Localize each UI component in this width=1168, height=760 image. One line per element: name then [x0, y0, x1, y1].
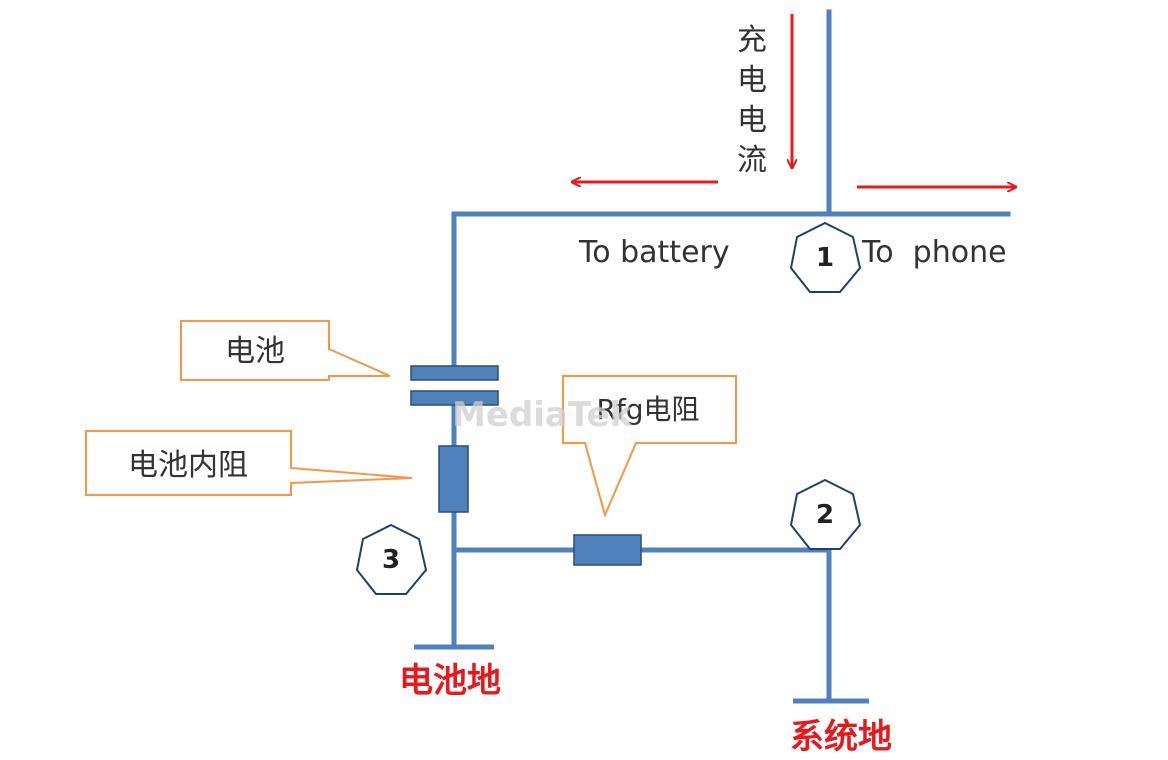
- battery-callout: [180, 320, 391, 381]
- node-3-shape: [355, 523, 428, 595]
- watermark: MediaTek: [452, 395, 634, 435]
- to-battery-label: To battery: [578, 235, 730, 270]
- battery-ground-label: 电池地: [399, 661, 501, 701]
- rfg-resistor-label: Rfg电阻: [596, 393, 699, 426]
- system-ground-label: 系统地: [790, 717, 892, 757]
- charge-current-label: 充 电 电 流: [737, 23, 767, 178]
- node-2-label: 2: [816, 500, 834, 530]
- node-3-marker: 3: [355, 523, 428, 595]
- node-1-label: 1: [816, 243, 834, 273]
- charge-current-char-2: 电: [737, 63, 767, 98]
- charge-current-char-1: 充: [737, 23, 767, 58]
- charge-current-char-4: 流: [737, 143, 767, 178]
- node-3-label: 3: [382, 545, 400, 575]
- battery-internal-resistance-label: 电池内阻: [128, 448, 248, 483]
- battery-plate-bottom: [410, 390, 499, 406]
- node-1-shape: [789, 221, 862, 293]
- rfg-resistor-callout: [562, 375, 737, 519]
- node-2-marker: 2: [789, 478, 862, 550]
- battery-plate-top: [410, 365, 499, 381]
- battery-label: 电池: [225, 334, 285, 369]
- rfg-resistor: [573, 534, 642, 566]
- node-2-shape: [789, 478, 862, 550]
- internal-resistance-callout: [85, 430, 413, 496]
- to-phone-label: To phone: [861, 235, 1007, 270]
- node-1-marker: 1: [789, 221, 862, 293]
- wires: [451, 9, 1011, 704]
- charge-current-char-3: 电: [737, 103, 767, 138]
- internal-resistor: [438, 445, 469, 513]
